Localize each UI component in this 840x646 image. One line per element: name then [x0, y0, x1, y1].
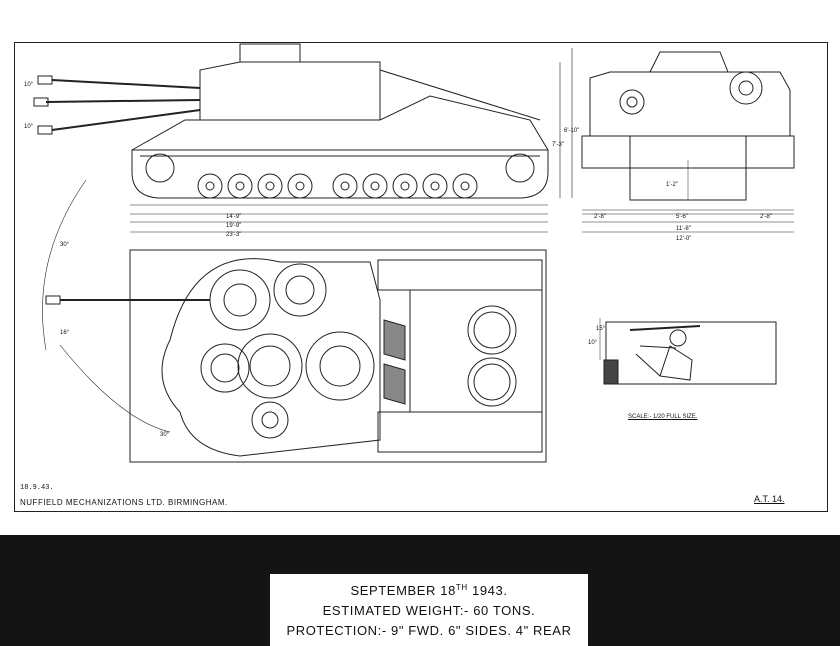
sheet-number: A.T. 14.: [754, 494, 785, 504]
caption-weight: ESTIMATED WEIGHT:- 60 TONS.: [322, 603, 536, 618]
dim-front-4: 11'-8": [676, 226, 691, 232]
tank-drawing: [33, 43, 795, 463]
gunner-detail-view: [603, 321, 777, 385]
dim-front-5: 12'-0": [676, 236, 691, 242]
plan-view: [42, 179, 547, 463]
scale-note: SCALE:- 1/20 FULL SIZE.: [628, 414, 698, 420]
dimension-labels: 14'-9" 19'-9" 23'-3" 7'-3" 6'-10" 10° 10…: [24, 82, 772, 438]
manufacturer-label: NUFFIELD MECHANIZATIONS LTD. BIRMINGHAM.: [20, 498, 228, 507]
road-wheels: [145, 153, 535, 199]
gun-barrels: [45, 79, 201, 131]
side-elevation: [33, 43, 573, 233]
dim-side-3: 23'-3": [226, 232, 241, 238]
dim-front-6: 1'-2": [666, 182, 678, 188]
drawing-border: [14, 42, 828, 512]
dim-detail-2: 15°: [596, 326, 606, 332]
caption-date-suffix: TH: [455, 583, 468, 592]
dim-side-7: 10°: [24, 124, 34, 130]
dim-side-6: 10°: [24, 82, 34, 88]
caption-date-year: 1943.: [467, 583, 508, 598]
dim-side-2: 19'-9": [226, 223, 241, 229]
dim-front-1: 2'-8": [594, 214, 606, 220]
dim-detail-1: 10°: [588, 340, 598, 346]
dim-plan-2: 16°: [60, 330, 70, 336]
dim-plan-3: 30°: [160, 432, 170, 438]
dim-front-2: 5'-6": [676, 214, 688, 220]
drawing-sheet: 14'-9" 19'-9" 23'-3" 7'-3" 6'-10" 10° 10…: [14, 42, 828, 512]
caption-card: SEPTEMBER 18TH 1943. ESTIMATED WEIGHT:- …: [270, 574, 588, 646]
dim-side-4: 7'-3": [552, 142, 564, 148]
dim-front-3: 2'-8": [760, 214, 772, 220]
caption-date-main: SEPTEMBER 18: [350, 583, 456, 598]
date-stamp: 18.9.43.: [20, 484, 54, 492]
caption-date: SEPTEMBER 18TH 1943.: [270, 583, 588, 598]
dimension-lines: [582, 160, 794, 360]
dim-side-1: 14'-9": [226, 214, 241, 220]
caption-protection: PROTECTION:- 9" FWD. 6" SIDES. 4" REAR: [286, 623, 572, 638]
dim-plan-1: 30°: [60, 242, 70, 248]
dim-side-5: 6'-10": [564, 128, 579, 134]
